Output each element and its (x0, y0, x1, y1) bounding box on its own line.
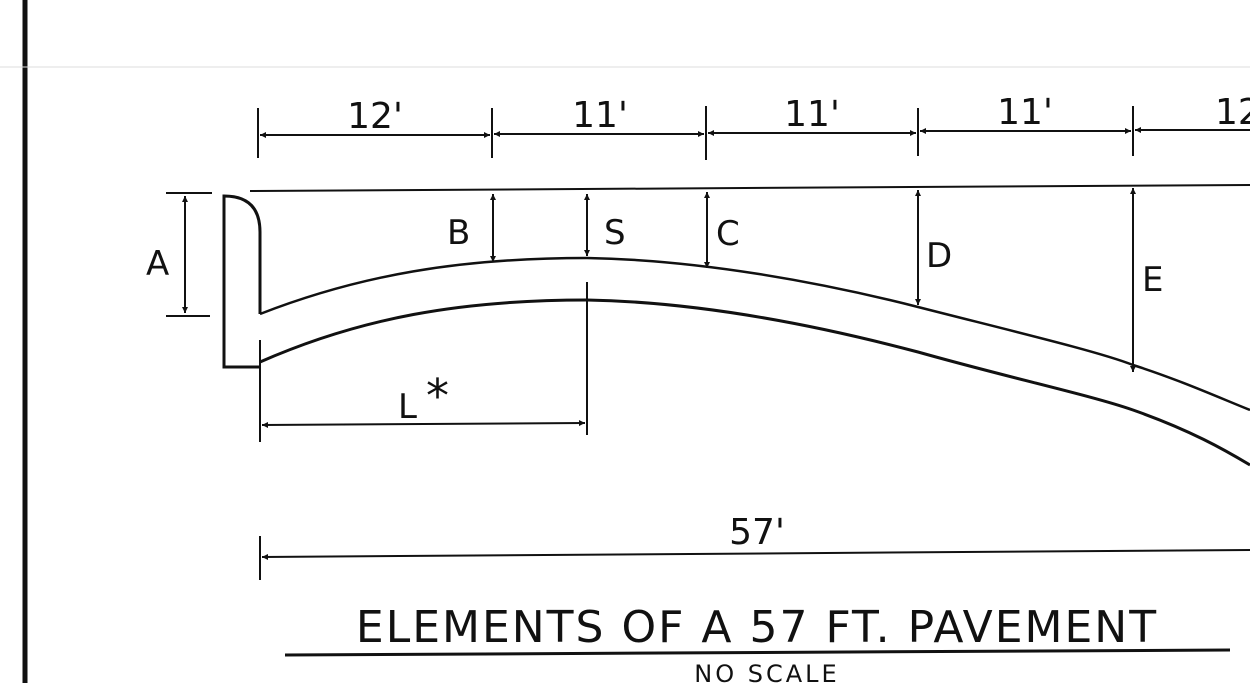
drawing-subtitle: NO SCALE (694, 660, 839, 683)
label-s: S (604, 213, 626, 253)
dimension-d: D (915, 190, 952, 305)
span-label-2: 11' (572, 95, 628, 136)
dimension-s: S (584, 194, 626, 435)
dimension-c: C (704, 192, 740, 268)
curb-outline (222, 194, 262, 369)
drawing-title: ELEMENTS OF A 57 FT. PAVEMENT (356, 602, 1158, 653)
span-dimensions: 12' 11' 11' 11' 12 (257, 92, 1250, 160)
pavement-bottom-surface (259, 298, 1250, 467)
overall-dimension-label: 57' (729, 512, 785, 553)
dimension-l: L * (259, 340, 586, 442)
label-l-note-mark: * (426, 369, 449, 423)
span-label-5: 12 (1215, 92, 1250, 133)
label-c: C (716, 214, 740, 254)
reference-line (249, 184, 1250, 192)
span-label-3: 11' (784, 94, 840, 135)
dimension-b: B (447, 194, 496, 262)
label-b: B (447, 213, 470, 253)
overall-dimension: 57' (259, 512, 1250, 580)
dimension-a: A (146, 196, 210, 317)
span-label-1: 12' (347, 96, 403, 137)
title-underline (284, 648, 1231, 657)
label-l: L (398, 387, 417, 427)
label-d: D (926, 236, 952, 276)
label-a: A (146, 244, 169, 284)
span-label-4: 11' (997, 92, 1053, 133)
dimension-e: E (1130, 188, 1163, 372)
pavement-top-surface (259, 256, 1250, 412)
label-e: E (1142, 260, 1163, 300)
